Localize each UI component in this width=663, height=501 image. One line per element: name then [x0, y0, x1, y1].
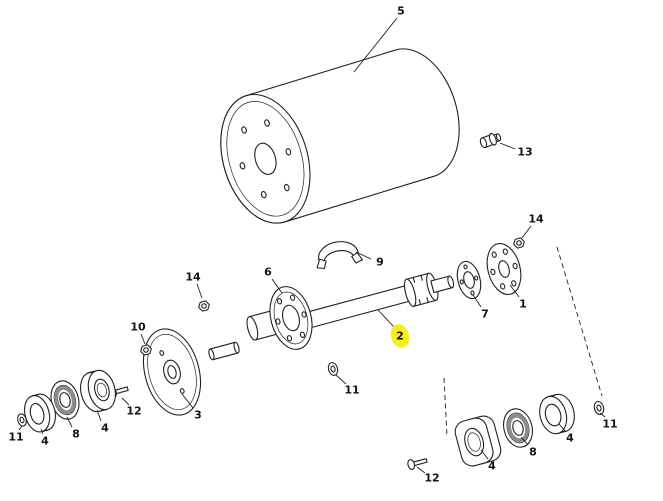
leader-line-13 — [499, 142, 516, 150]
assembly-link-lines — [443, 246, 603, 437]
leader-line-4 — [480, 449, 489, 460]
part-label-10: 10 — [130, 321, 146, 334]
part-label-14: 14 — [185, 271, 201, 284]
leader-line-11 — [335, 374, 347, 385]
highlight-marker — [390, 324, 410, 348]
part-label-5: 5 — [397, 5, 405, 18]
part-14-nut-left — [198, 300, 210, 312]
part-7-spacer-disc — [456, 260, 482, 300]
leader-line-14 — [521, 225, 532, 239]
part-label-4: 4 — [488, 460, 496, 473]
part-11-washer-left — [17, 413, 27, 427]
leader-line-8 — [66, 416, 73, 428]
leader-line-4 — [40, 428, 44, 435]
part-label-1: 1 — [519, 298, 527, 311]
leader-line-1 — [509, 284, 520, 298]
part-12-bolt-right — [407, 458, 428, 471]
stub-axle — [208, 341, 240, 361]
part-label-4: 4 — [566, 432, 574, 445]
part-label-4: 4 — [101, 422, 109, 435]
leader-line-11 — [599, 412, 606, 418]
part-label-12: 12 — [424, 472, 439, 485]
part-4-collar-left-inner — [24, 393, 56, 433]
part-4-collar-left-outer — [80, 369, 116, 413]
leader-line-5 — [353, 17, 398, 73]
part-14-nut-top — [513, 237, 525, 249]
part-8-bearing-right — [503, 408, 533, 448]
part-1-flange-hub — [486, 242, 522, 296]
leader-line-12 — [416, 466, 426, 474]
leader-line-11 — [18, 425, 23, 431]
part-13-plug — [479, 133, 502, 149]
part-3-end-disc — [142, 328, 202, 416]
part-label-3: 3 — [194, 409, 202, 422]
part-8-bearing-left — [50, 380, 80, 420]
part-label-8: 8 — [72, 428, 80, 441]
part-5-drum — [220, 48, 460, 224]
leader-line-14 — [196, 283, 203, 299]
part-label-12: 12 — [126, 405, 141, 418]
part-10-nut — [140, 344, 152, 356]
leader-line-6 — [271, 278, 283, 294]
part-11-washer-mid — [327, 362, 339, 376]
part-label-8: 8 — [529, 446, 537, 459]
leader-line-10 — [140, 333, 146, 345]
leader-line-8 — [520, 436, 529, 446]
part-label-6: 6 — [264, 266, 272, 279]
leader-line-9 — [355, 251, 372, 260]
leader-line-12 — [121, 397, 130, 406]
part-label-2: 2 — [396, 330, 404, 343]
leader-line-4 — [558, 423, 566, 432]
part-6-flange — [246, 286, 313, 350]
callout-layer: 5 13 14 1 7 9 2 6 14 10 3 11 11 4 8 4 12 12 4 8 4 11 — [8, 5, 617, 485]
part-label-14: 14 — [528, 213, 544, 226]
part-label-7: 7 — [481, 308, 489, 321]
part-9-clamp — [316, 241, 363, 270]
part-label-11: 11 — [8, 431, 23, 444]
leader-line-7 — [472, 294, 482, 308]
leader-line-4 — [96, 409, 102, 422]
part-label-9: 9 — [376, 256, 384, 269]
part-label-4: 4 — [41, 435, 49, 448]
part-11-washer-right — [593, 400, 605, 416]
leader-line-2 — [377, 309, 395, 328]
part-label-11: 11 — [602, 418, 617, 431]
part-label-11: 11 — [344, 384, 359, 397]
leader-line-3 — [181, 393, 194, 409]
part-label-13: 13 — [517, 146, 532, 159]
